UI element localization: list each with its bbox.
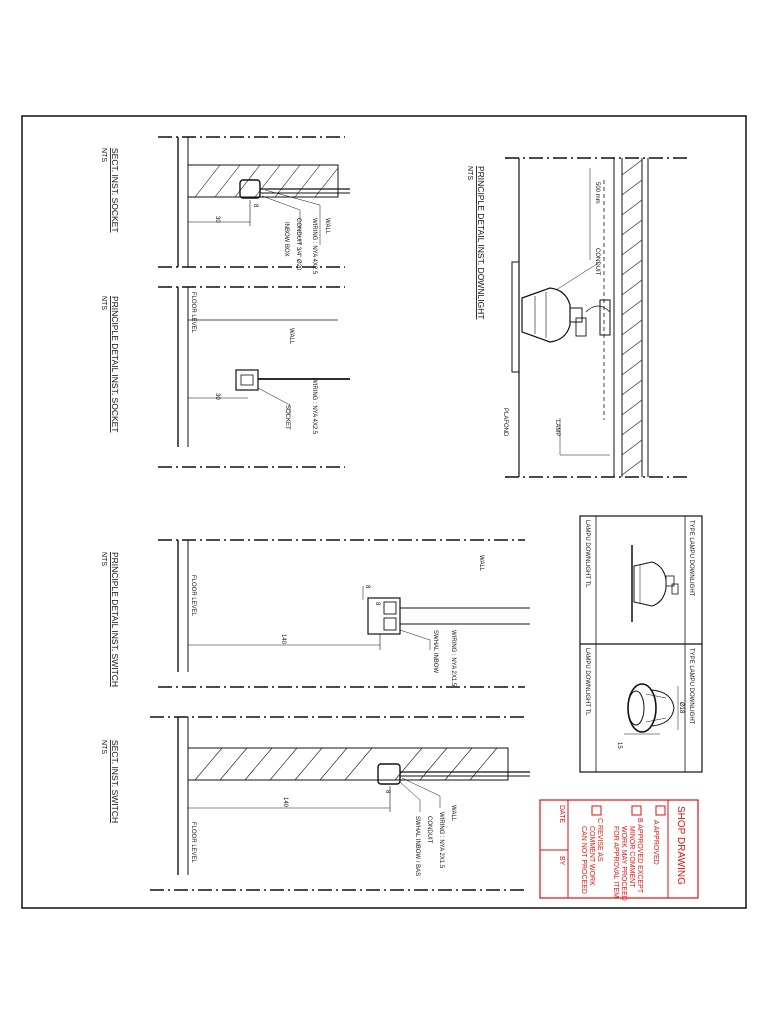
type2-dim1: Ø18 [678,702,684,714]
downlight-type2-illustration: Ø18 15 [616,683,684,749]
stamp-option-b-line3: WORK MAY PROCEED [620,826,627,901]
label-wiring: WIRING : NYA 4X2.5 [311,218,317,275]
detail-principle-inst-switch: FLOOR LEVEL WALL 140 8 8 WIRING : NYA 2X… [100,539,530,688]
stamp-option-a: A APPROVED [652,820,659,865]
detail-sect-inst-switch: 140 8 WALL WIRING : NYA 2X1.5 CONDUIT SW… [100,716,530,891]
label-floor: FLOOR LEVEL [190,292,196,334]
dim-8: 8 [384,790,390,794]
lamp-type-table: TYPE LAMPU DOWNLIGHT LAMPU DOWNLIGHT TL … [579,515,703,773]
label-conduit: CONDUIT [426,816,432,844]
stamp-option-b-line4: FOR APPROVAL ITEM [612,826,619,898]
label-wall: WALL [450,805,456,822]
type1-footer: LAMPU DOWNLIGHT TL [584,520,590,588]
downlight-type1-illustration [631,545,679,622]
label-swhal: SWHAL INBOW [432,630,438,673]
wall-hatch [194,747,498,781]
wall-section [187,747,509,781]
stamp-date: DATE [558,805,565,823]
label-wall: WALL [478,555,484,572]
stamp-checkbox-c[interactable] [591,805,602,816]
label-ceiling: PLAFOND [502,408,508,437]
detail-principle-inst-downlight: 500 mm CONDUIT PLAFOND LAMP PRINCIPLE DE… [466,157,690,478]
label-wiring: WIRING : NYA 4X2.5 [311,378,317,435]
dim-8: 8 [374,602,380,606]
dim-500: 500 mm [594,182,600,204]
nts: NTS [100,740,107,754]
nts: NTS [100,148,107,162]
dim-8: 8 [364,585,370,589]
stamp-option-b: B APPROVED EXCEPT [636,818,643,894]
label-wall: WALL [324,218,330,235]
dim-30: 30 [214,393,220,400]
label-wiring: WIRING : NYA 2X1.5 [438,812,444,869]
nts: NTS [100,552,107,566]
label-box: INBOW BOX [283,222,289,257]
stamp-checkbox-b[interactable] [631,805,642,816]
type2-dim2: 15 [616,742,622,749]
dim-8: 8 [252,204,258,208]
downlight-fixture [521,287,571,343]
shop-drawing-stamp: SHOP DRAWING A APPROVED B APPROVED EXCEP… [539,799,699,901]
label-floor: FLOOR LEVEL [190,822,196,864]
dim-140: 140 [280,634,286,645]
sheet-border [21,115,747,909]
label-conduit: CONDUIT [594,248,600,276]
title-sect-switch: SECT. INST. SWITCH [110,740,120,823]
label-wall: WALL [288,328,294,345]
label-swhal: SWHAL INBOW / BAS [414,816,420,876]
wall-hatch [194,164,339,198]
detail-sect-inst-socket: 30 8 WALL WIRING : NYA 4X2.5 CONDUIT 3/4… [100,136,350,275]
label-lamp: LAMP [554,420,560,436]
stamp-option-c: C REVISE AS [596,818,603,862]
stamp-option-b-line2: MINOR COMMENT [628,826,635,888]
title-sect-socket: SECT. INST. SOCKET [110,148,120,233]
wall-section [187,164,339,198]
label-wiring: WIRING : NYA 2X1.5 [450,630,456,687]
label-socket: SOCKET [284,405,290,430]
stamp-option-c-line2: COMMENT WORK [588,826,595,886]
nts: NTS [100,296,107,310]
type2-footer: LAMPU DOWNLIGHT TL [584,648,590,716]
title-principle-switch: PRINCIPLE DETAIL INST. SWITCH [110,552,120,687]
nts: NTS [466,166,473,180]
detail-principle-inst-socket: FLOOR LEVEL WALL 30 SOCKET WIRING : NYA … [100,286,350,468]
type1-header: TYPE LAMPU DOWNLIGHT [688,520,694,597]
switch-plate [367,597,401,635]
title-principle-socket: PRINCIPLE DETAIL INST. SOCKET [110,296,120,433]
stamp-title: SHOP DRAWING [675,806,686,885]
stamp-option-c-line3: CAN NOT PROCEED [580,826,587,894]
dim-30: 30 [214,216,220,223]
stamp-by: BY [558,856,565,866]
label-conduit: CONDUIT 3/4" Ø20 [295,218,301,271]
title-principle-downlight: PRINCIPLE DETAIL INST. DOWNLIGHT [476,166,486,320]
dim-140: 140 [282,797,288,808]
stamp-checkbox-a[interactable] [655,805,666,816]
socket-box [239,179,261,199]
type2-header: TYPE LAMPU DOWNLIGHT [688,648,694,725]
socket-outlet [235,369,259,391]
switch-box [377,763,401,785]
slab-hatch [621,159,643,476]
label-floor: FLOOR LEVEL [190,575,196,617]
